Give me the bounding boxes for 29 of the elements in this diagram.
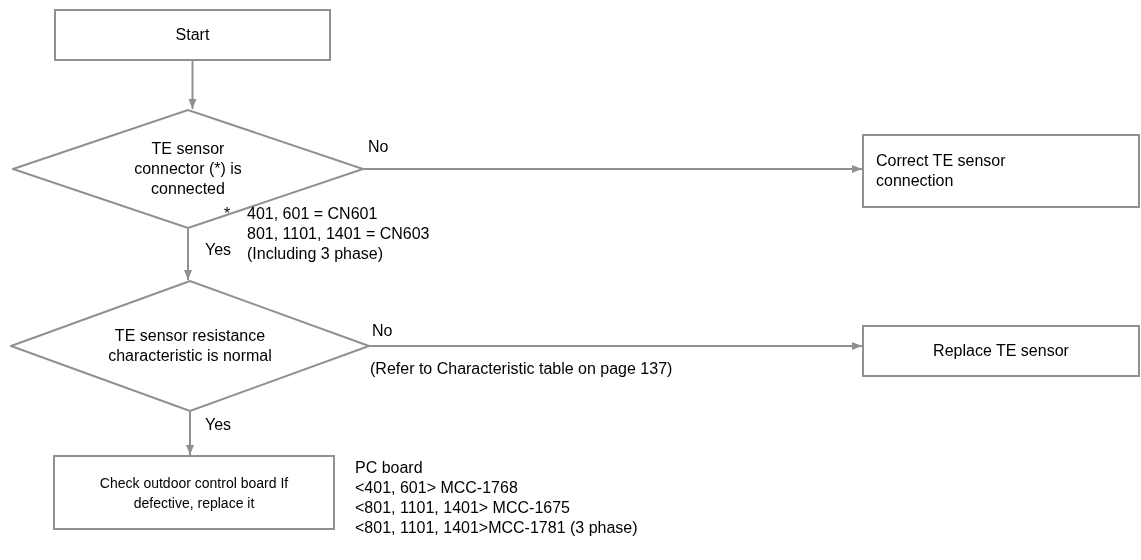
note-text: 801, 1101, 1401 = CN603 <box>247 224 430 244</box>
node-text: Check outdoor control board If defective, replace it <box>99 473 289 513</box>
node-text: Replace TE sensor <box>933 341 1069 361</box>
note-text: (Refer to Characteristic table on page 137) <box>370 359 673 379</box>
process-box <box>54 9 331 61</box>
process-box <box>862 134 1140 208</box>
note-text: PC board <box>355 458 423 478</box>
node-text: Start <box>175 25 210 45</box>
node-text: TE sensor resistance characteristic is normal <box>107 326 273 366</box>
process-box <box>53 455 335 530</box>
note-text: <401, 601> MCC-1768 <box>355 478 518 498</box>
arrow <box>188 60 197 110</box>
arrow <box>186 411 194 456</box>
edge-label: Yes <box>205 240 232 260</box>
node-text: Correct TE sensor connection <box>876 151 1007 191</box>
arrow <box>184 228 192 281</box>
note-text: <801, 1101, 1401> MCC-1675 <box>355 498 570 518</box>
edge-label: No <box>372 321 393 341</box>
edge-label: No <box>368 137 389 157</box>
decision-diamond <box>10 280 370 412</box>
note-text: 401, 601 = CN601 <box>247 204 378 224</box>
note-text: <801, 1101, 1401>MCC-1781 (3 phase) <box>355 518 638 538</box>
process-box <box>862 325 1140 377</box>
footnote-mark: * <box>224 204 231 224</box>
arrow <box>369 342 863 350</box>
note-text: (Including 3 phase) <box>247 244 384 264</box>
edge-label: Yes <box>205 415 232 435</box>
node-text: TE sensor connector (*) is connected <box>133 139 243 199</box>
arrow <box>363 165 863 173</box>
